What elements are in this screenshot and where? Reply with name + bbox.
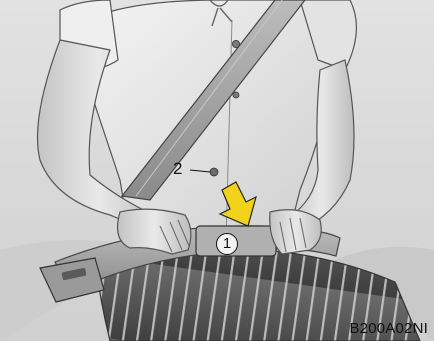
blouse-button: [210, 168, 218, 176]
callout-1: 1: [216, 233, 238, 255]
callout-2: 2: [173, 160, 182, 177]
left-hand: [118, 209, 191, 254]
blouse-button: [233, 92, 239, 98]
figure-code: B200A02NI: [349, 320, 428, 337]
